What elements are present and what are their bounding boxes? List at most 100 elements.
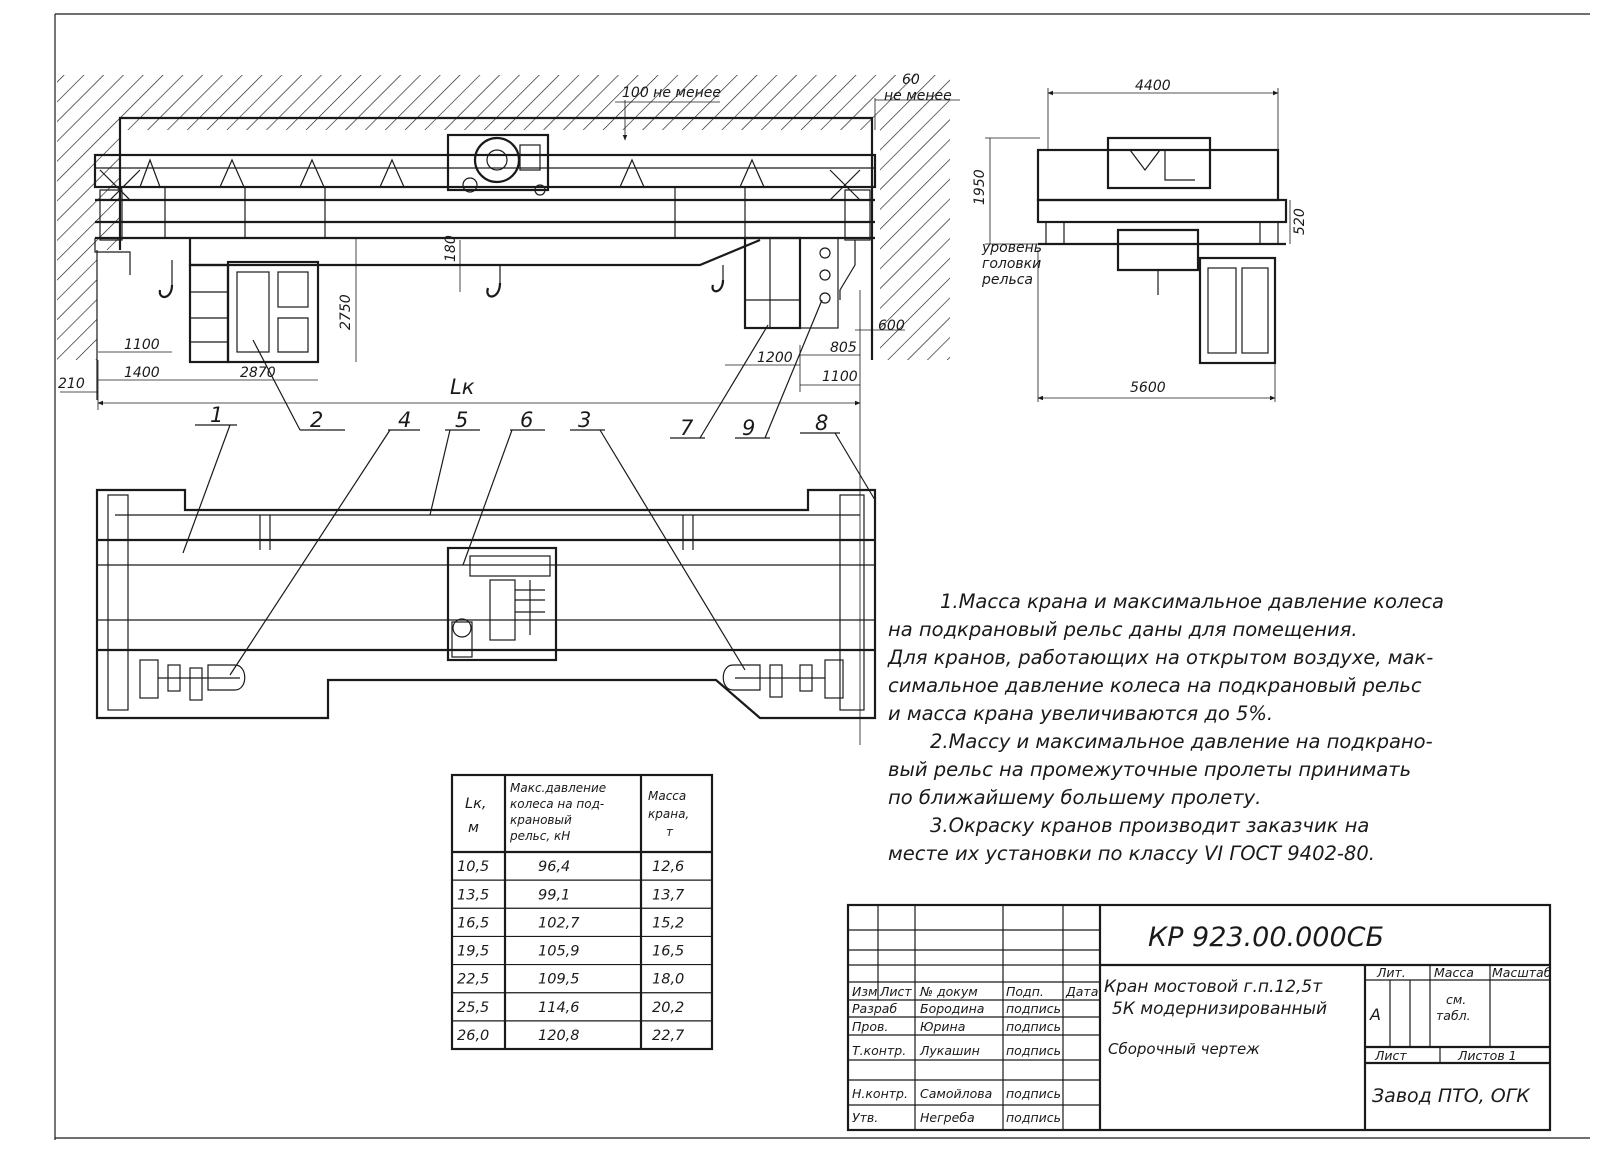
table-header-mass-1: Масса: [648, 789, 686, 803]
hook-auxiliary-left: [158, 260, 174, 298]
rail-level-label-2: головки: [982, 256, 1041, 272]
dim-600: 600: [878, 318, 905, 334]
title-block-signature-cell: подпись: [1006, 1019, 1061, 1034]
table-cell: 18,0: [652, 972, 684, 988]
organization: Завод ПТО, ОГК: [1372, 1085, 1531, 1107]
table-header-mass-3: т: [666, 825, 674, 839]
table-cell: 13,7: [652, 887, 685, 903]
table-cell: 16,5: [652, 944, 684, 960]
dim-end-5600: 5600: [1130, 380, 1166, 396]
table-cell: 96,4: [538, 859, 570, 875]
title-block-signature-cell: Негреба: [920, 1110, 975, 1125]
title-block-signature-cell: Лукашин: [919, 1043, 980, 1058]
callout-2: 2: [310, 408, 323, 432]
travel-drive-left: [139, 659, 246, 701]
service-platform: [743, 236, 839, 330]
table-cell: 102,7: [538, 915, 580, 931]
rail-level-label-1: уровень: [981, 240, 1042, 256]
dim-1200: 1200: [757, 350, 793, 366]
table-header-pressure-3: крановый: [510, 813, 572, 827]
title-block-head-cell: Дата: [1065, 984, 1098, 999]
title-block-signature-cell: подпись: [1006, 1086, 1061, 1101]
note-line-8: по ближайшему большему пролету.: [888, 786, 1261, 809]
dim-end-4400: 4400: [1135, 78, 1171, 94]
hook-main: [486, 265, 502, 298]
table-header-mass-2: крана,: [648, 807, 689, 821]
callout-leaders: [182, 299, 876, 676]
side-view-dimensions: [60, 98, 960, 745]
title-block-signature-cell: подпись: [1006, 1001, 1061, 1016]
trolley: [446, 133, 550, 196]
dim-1100-left: 1100: [124, 337, 160, 353]
end-view-dimensions: [985, 88, 1291, 402]
table-cell: 16,5: [457, 915, 489, 931]
table-cell: 15,2: [652, 915, 684, 931]
crane-end-view: 4400 1950 520 5600 уровень головки рельс…: [972, 78, 1308, 402]
dim-1100-right: 1100: [822, 369, 858, 385]
sheet-label: Лист: [1374, 1048, 1407, 1063]
table-cell: 19,5: [457, 944, 489, 960]
product-name-line-1: Кран мостовой г.п.12,5т: [1104, 977, 1323, 997]
callout-6: 6: [520, 408, 533, 432]
table-cell: 99,1: [538, 887, 570, 903]
product-name-line-2: 5К модернизированный: [1112, 999, 1327, 1019]
table-header-pressure-4: рельс, кН: [509, 829, 570, 843]
title-block-signature-cell: подпись: [1006, 1043, 1061, 1058]
table-cell: 13,5: [457, 887, 489, 903]
dim-side-60-note: не менее: [884, 88, 952, 104]
dim-end-1950: 1950: [972, 169, 988, 205]
callout-3: 3: [578, 408, 591, 432]
crane-side-view: 100 не менее 60 не менее 180 2750 1100 1…: [57, 72, 960, 745]
dim-end-520: 520: [1292, 208, 1308, 235]
note-line-10: месте их установки по классу VI ГОСТ 940…: [888, 842, 1375, 865]
mass-label: Масса: [1434, 965, 1474, 980]
lit-label: Лит.: [1376, 965, 1406, 980]
callout-5: 5: [455, 408, 468, 432]
document-type: Сборочный чертеж: [1108, 1040, 1260, 1058]
doc-code: КР 923.00.000СБ: [1148, 922, 1384, 953]
table-header-pressure-1: Макс.давление: [510, 781, 606, 795]
title-block-head-cell: Подп.: [1006, 984, 1044, 999]
dim-210: 210: [58, 376, 85, 392]
title-block-signature-cell: Пров.: [852, 1019, 888, 1034]
table-cell: 26,0: [457, 1028, 489, 1044]
note-line-7: вый рельс на промежуточные пролеты прини…: [888, 758, 1411, 781]
note-line-1: 1.Масса крана и максимальное давление ко…: [940, 590, 1444, 613]
crane-plan-view: [95, 488, 877, 720]
note-line-6: 2.Массу и максимальное давление на подкр…: [930, 730, 1433, 753]
scale-label: Масштаб: [1492, 965, 1552, 980]
title-block-signature-cell: Т.контр.: [852, 1043, 906, 1058]
title-block-signature-cell: Юрина: [920, 1019, 965, 1034]
sheet-frame: [54, 13, 1590, 1140]
plan-trolley: [446, 546, 558, 662]
table-cell: 114,6: [538, 1000, 580, 1016]
note-line-2: на подкрановый рельс даны для помещения.: [888, 618, 1358, 641]
title-block: КР 923.00.000СБ Кран мостовой г.п.12,5т …: [846, 903, 1552, 1132]
table-cell: 105,9: [538, 944, 580, 960]
table-cell: 120,8: [538, 1028, 580, 1044]
note-line-3: Для кранов, работающих на открытом возду…: [887, 646, 1433, 669]
title-block-signature-cell: Бородина: [920, 1001, 984, 1016]
note-line-5: и масса крана увеличиваются до 5%.: [888, 702, 1273, 725]
title-block-signature-cell: Разраб: [852, 1001, 897, 1016]
mass-value-1: см.: [1446, 992, 1466, 1007]
table-header-lk-unit: м: [468, 820, 479, 836]
table-cell: 22,5: [457, 972, 489, 988]
callout-4: 4: [398, 408, 411, 432]
sheets-label: Листов 1: [1457, 1048, 1517, 1063]
table-cell: 25,5: [457, 1000, 489, 1016]
dim-gap-top: 100 не менее: [622, 85, 721, 101]
title-block-signature-cell: подпись: [1006, 1110, 1061, 1125]
dim-1400: 1400: [124, 365, 160, 381]
note-line-9: 3.Окраску кранов производит заказчик на: [930, 814, 1369, 837]
callout-9: 9: [742, 416, 755, 440]
note-line-4: симальное давление колеса на подкрановый…: [888, 674, 1422, 697]
title-block-head-cell: № докум: [919, 984, 978, 999]
dim-2750: 2750: [338, 294, 354, 330]
callout-8: 8: [815, 411, 828, 435]
callout-1: 1: [210, 403, 223, 427]
dim-span: Lк: [450, 375, 475, 399]
title-block-head-cell: Лист: [879, 984, 912, 999]
load-mass-table: Lк, м Макс.давление колеса на под- крано…: [450, 773, 714, 1051]
